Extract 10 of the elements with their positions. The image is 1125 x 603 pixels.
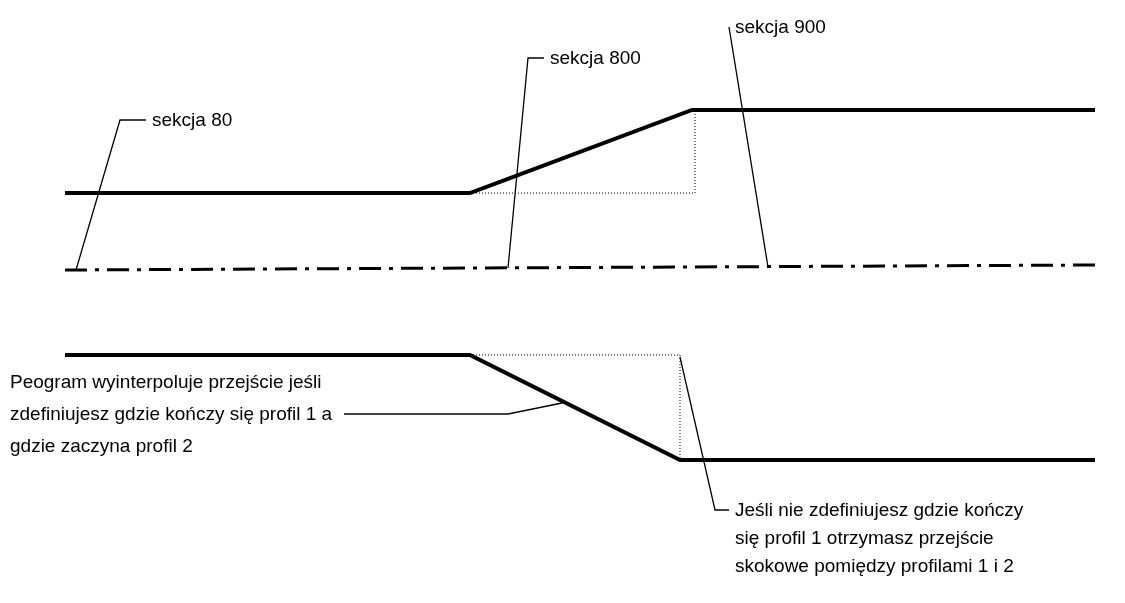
annotation-text: sekcja 900	[735, 12, 865, 42]
leader-line	[728, 26, 769, 268]
annotation-text: Jeśli nie zdefiniujesz gdzie kończy się profil 1 otrzymasz przejście skokowe pomiędzy profilami 1 i 2	[735, 496, 1035, 580]
leader-line	[679, 356, 730, 511]
annotation-text: Peogram wyinterpoluje przejście jeśli zdefiniujesz gdzie kończy się profil 1 a gdzie zaczyna profil 2	[10, 366, 340, 462]
leader-line	[343, 402, 563, 415]
annotation-text: sekcja 80	[152, 105, 272, 135]
leader-line	[507, 57, 545, 269]
annotation-text: sekcja 800	[550, 43, 680, 73]
leader-line	[75, 119, 147, 271]
